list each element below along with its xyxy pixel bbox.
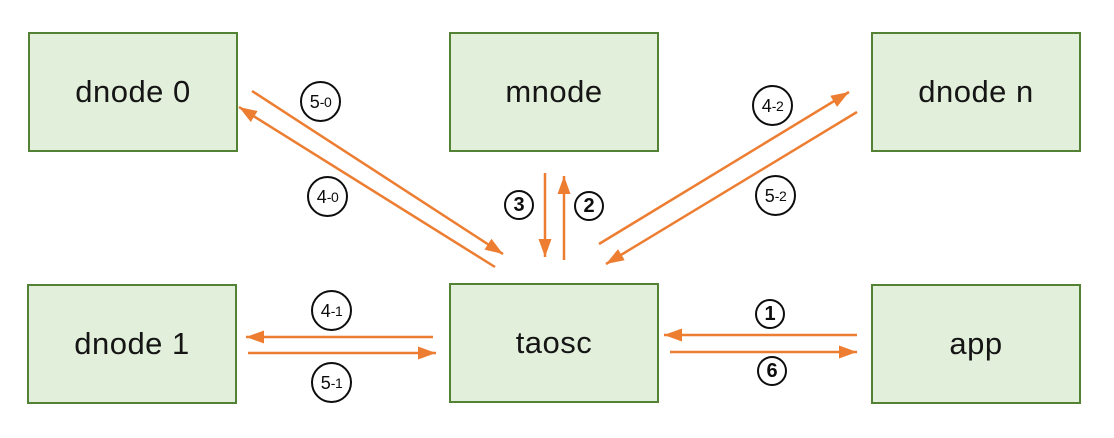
node-mnode: mnode — [449, 32, 659, 152]
edge-label-text: 4 — [320, 300, 331, 321]
edge-label-text: 3 — [513, 194, 525, 216]
edge-label-text: -1 — [330, 374, 343, 391]
edge-label-text: -0 — [326, 188, 339, 205]
node-dnoden-label: dnode n — [918, 74, 1034, 109]
edge-label-text: -2 — [774, 187, 787, 204]
node-mnode-label: mnode — [505, 74, 603, 109]
node-dnoden: dnode n — [871, 32, 1081, 152]
edge-label-4-0: 4-0 — [307, 176, 348, 217]
edge-label-3: 3 — [504, 190, 534, 220]
edge-label-4-2: 4-2 — [752, 85, 793, 126]
node-taosc-label: taosc — [515, 325, 593, 360]
edge-label-text: 4 — [316, 186, 327, 207]
node-app-label: app — [949, 326, 1003, 361]
edge-label-text: -1 — [330, 302, 343, 319]
edge-label-1: 1 — [755, 299, 785, 329]
node-taosc: taosc — [449, 283, 659, 403]
node-app: app — [871, 284, 1081, 404]
arrow-taosc-to-dnoden — [598, 90, 850, 246]
edge-label-text: -0 — [319, 93, 332, 110]
edge-label-text: 1 — [764, 303, 776, 325]
node-dnode0-label: dnode 0 — [75, 74, 191, 109]
edge-label-text: -2 — [771, 97, 784, 114]
edge-label-text: 6 — [766, 360, 778, 382]
arrow-taosc-to-dnode0 — [238, 105, 496, 269]
edge-label-text: 5 — [309, 91, 320, 112]
edge-label-4-1: 4-1 — [311, 290, 352, 331]
edge-label-text: 4 — [761, 95, 772, 116]
edge-label-6: 6 — [757, 356, 787, 386]
edge-label-2: 2 — [574, 191, 604, 221]
node-dnode0: dnode 0 — [28, 32, 238, 152]
arrow-dnoden-to-taosc — [605, 110, 858, 266]
edge-label-5-2: 5-2 — [755, 175, 796, 216]
edge-label-text: 2 — [583, 195, 595, 217]
node-dnode1: dnode 1 — [27, 284, 237, 404]
edge-label-5-0: 5-0 — [300, 81, 341, 122]
node-dnode1-label: dnode 1 — [74, 326, 190, 361]
arrow-dnode0-to-taosc — [251, 89, 504, 256]
edge-label-text: 5 — [320, 372, 331, 393]
edge-label-5-1: 5-1 — [311, 362, 352, 403]
edge-label-text: 5 — [764, 185, 775, 206]
